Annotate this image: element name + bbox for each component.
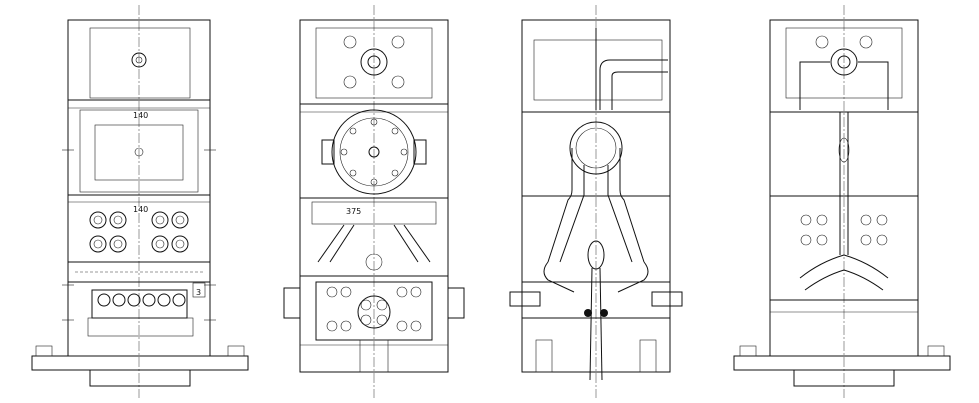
mold-view-1: 140 140 3 (31, 5, 249, 398)
dimension-label: 3 (196, 288, 201, 297)
mold-view-2: 375 (283, 5, 465, 398)
dimension-label: 140 (133, 111, 148, 120)
dimension-label: 140 (133, 205, 148, 214)
mold-view-4 (733, 5, 951, 398)
mold-view-3 (509, 5, 683, 398)
dimension-label: 375 (346, 207, 361, 216)
